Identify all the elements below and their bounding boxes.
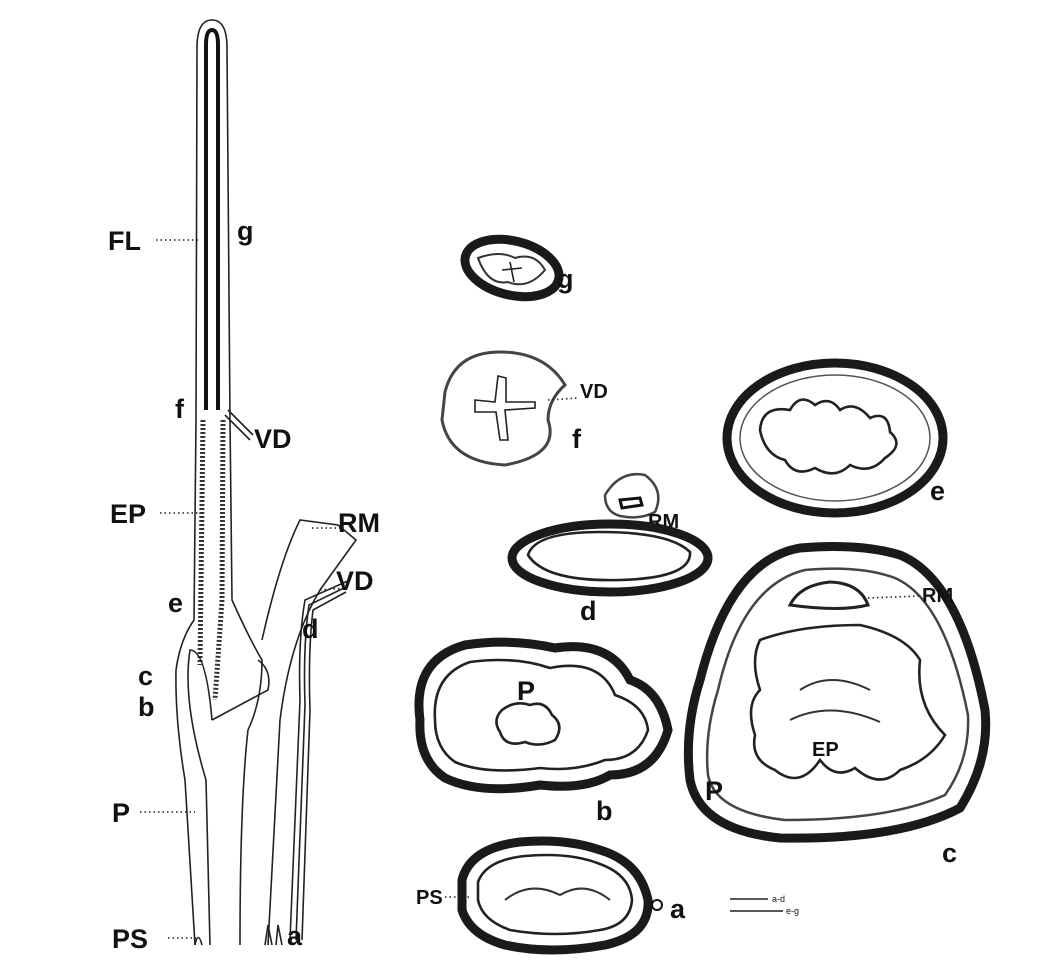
section-a-lumen xyxy=(478,855,632,934)
epiphallus-hatch-left xyxy=(200,420,203,665)
section-f: VD f xyxy=(442,352,608,465)
body-right-outline xyxy=(230,420,262,945)
label-a: a xyxy=(670,894,686,924)
label-a-long: a xyxy=(287,921,303,951)
ejaculatory-duct-black xyxy=(206,30,218,410)
label-p-b: P xyxy=(517,676,535,706)
label-c-long: c xyxy=(138,661,153,691)
scale-label-a-d: a-d xyxy=(772,894,785,904)
section-d-lumen xyxy=(528,532,690,580)
label-vd-f: VD xyxy=(580,381,608,403)
scale-label-e-g: e-g xyxy=(786,906,799,916)
epiphallus-hatch-right xyxy=(215,420,223,700)
label-d-long: d xyxy=(302,614,319,644)
label-fl: FL xyxy=(108,226,141,256)
section-c: RM EP P c xyxy=(688,547,985,868)
label-p: P xyxy=(112,798,130,828)
label-c: c xyxy=(942,838,957,868)
label-b-long: b xyxy=(138,692,155,722)
label-f-long: f xyxy=(175,394,185,424)
label-d: d xyxy=(580,596,597,626)
section-b-penis xyxy=(496,703,559,744)
label-e-long: e xyxy=(168,588,183,618)
penis-sheath-tip xyxy=(195,938,202,946)
label-b: b xyxy=(596,796,613,826)
flagellum-outline-left xyxy=(196,48,197,420)
label-vd-lower: VD xyxy=(336,566,374,596)
label-g-long: g xyxy=(237,216,254,246)
section-b: P b xyxy=(419,642,668,826)
section-g: g xyxy=(459,230,574,306)
flagellum-outline xyxy=(197,20,230,420)
label-ps-a: PS xyxy=(416,887,443,909)
section-e: e xyxy=(727,363,945,513)
label-e: e xyxy=(930,476,945,506)
scale-bars: a-d e-g xyxy=(730,894,799,916)
label-f: f xyxy=(572,424,582,454)
body-left-outline xyxy=(176,420,196,945)
section-a: PS a xyxy=(416,841,686,950)
label-p-c: P xyxy=(705,776,723,806)
label-ep: EP xyxy=(110,499,146,529)
section-d: RM d xyxy=(512,474,708,626)
label-rm-long: RM xyxy=(338,508,380,538)
label-g: g xyxy=(557,264,574,294)
label-ps: PS xyxy=(112,924,148,954)
longitudinal-view: FL EP P PS g f e c b a d VD RM VD xyxy=(108,20,380,954)
label-vd-upper: VD xyxy=(254,424,292,454)
section-f-wall xyxy=(442,352,565,465)
label-rm-c: RM xyxy=(922,585,953,607)
label-ep-c: EP xyxy=(812,739,839,761)
vd-strand-3 xyxy=(302,592,346,940)
